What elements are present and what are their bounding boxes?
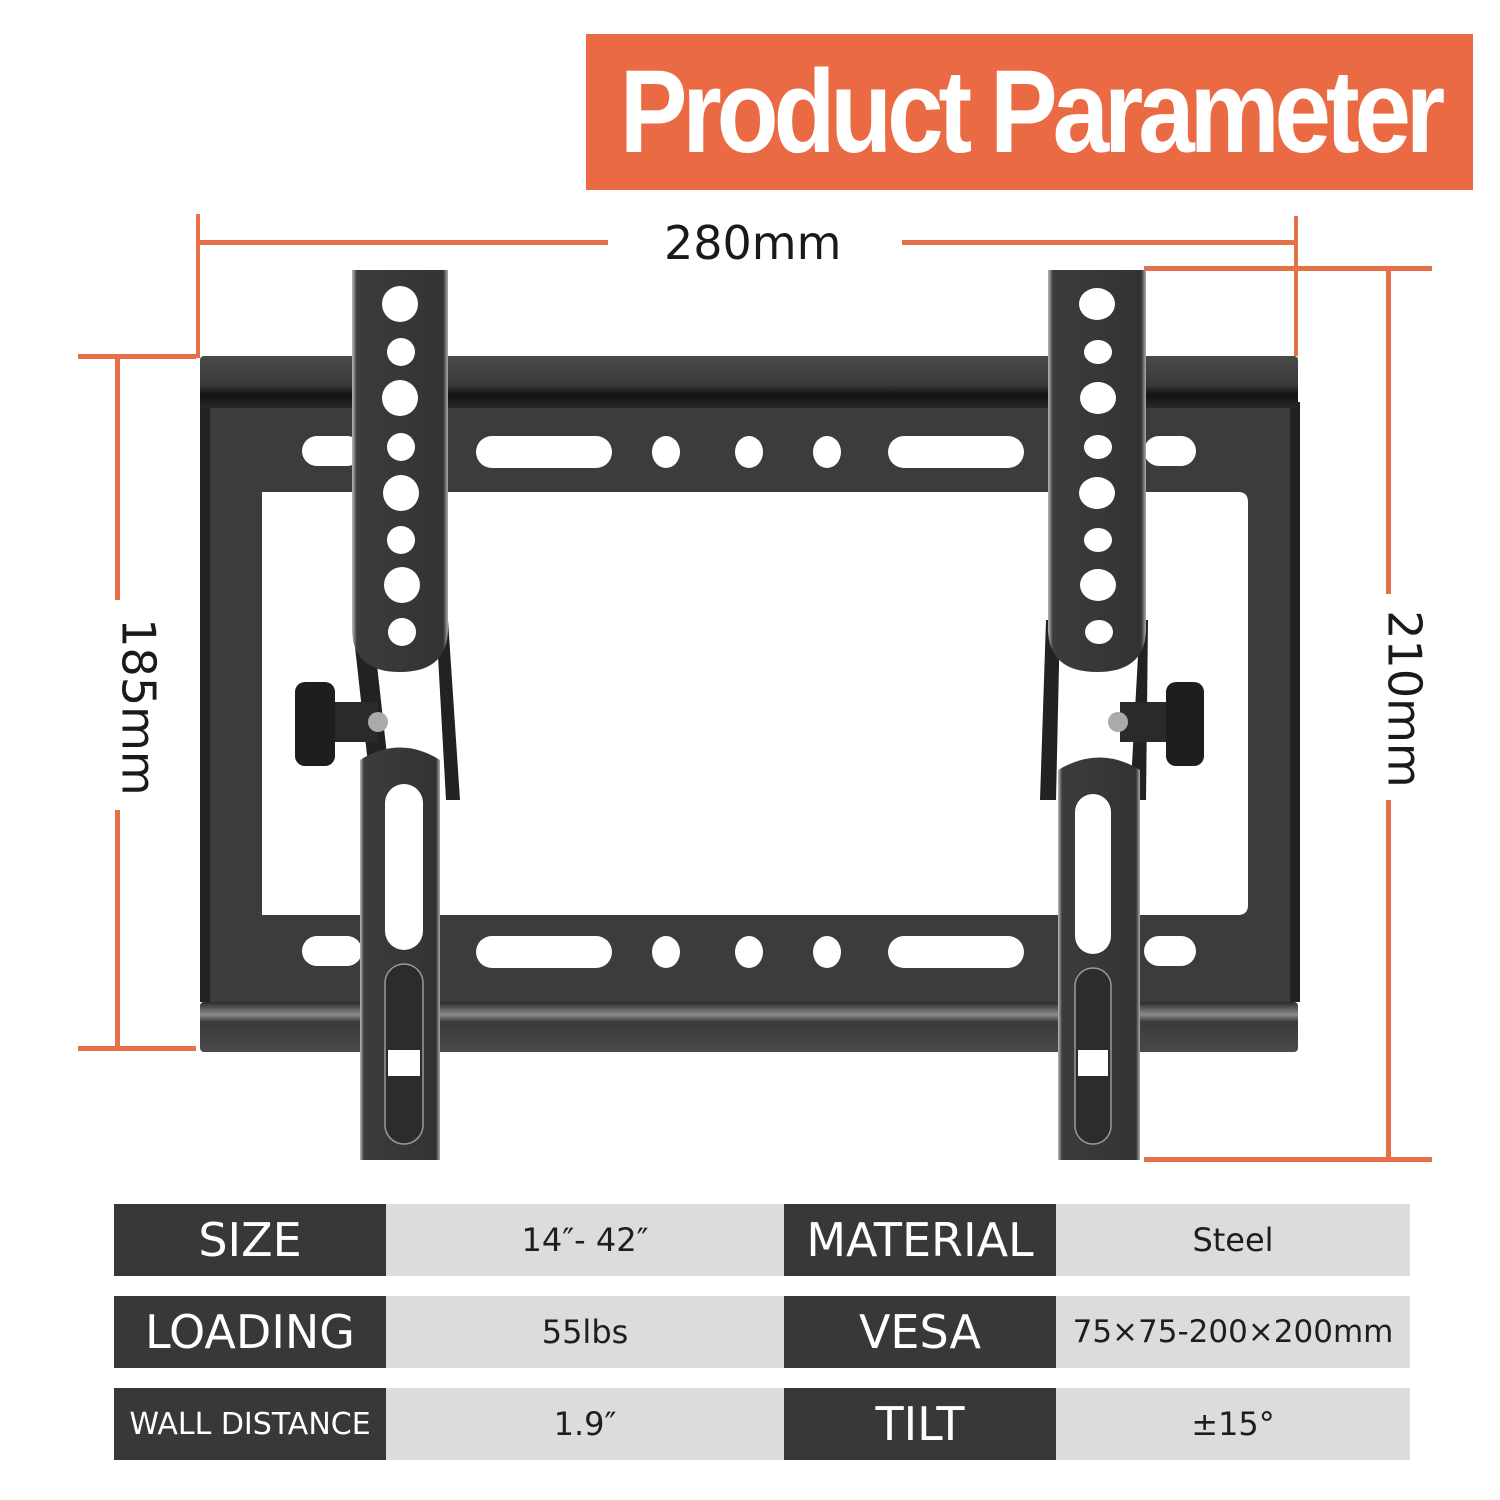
left-dim-top-tick — [78, 354, 196, 359]
left-dim-line-bottom — [115, 810, 120, 1050]
left-dim-line-top — [115, 356, 120, 600]
right-dim-bottom-tick — [1144, 1157, 1432, 1162]
spec-row-material: MATERIAL Steel — [784, 1204, 1410, 1276]
spec-label: SIZE — [114, 1204, 386, 1276]
spec-row-size: SIZE 14″- 42″ — [114, 1204, 784, 1276]
spec-value: 1.9″ — [386, 1388, 784, 1460]
page-title: Product Parameter — [619, 46, 1444, 178]
spec-row-vesa: VESA 75×75-200×200mm — [784, 1296, 1410, 1368]
spec-label: LOADING — [114, 1296, 386, 1368]
spec-value: ±15° — [1056, 1388, 1410, 1460]
spec-value: 55lbs — [386, 1296, 784, 1368]
spec-label: TILT — [784, 1388, 1056, 1460]
width-dim-right-tick — [1294, 216, 1298, 356]
spec-label: MATERIAL — [784, 1204, 1056, 1276]
spec-row-tilt: TILT ±15° — [784, 1388, 1410, 1460]
width-dim-line-left — [198, 240, 608, 245]
spec-row-loading: LOADING 55lbs — [114, 1296, 784, 1368]
width-dim-line-right — [902, 240, 1298, 245]
title-banner: Product Parameter — [586, 34, 1473, 190]
top-rail — [200, 356, 1298, 408]
bottom-rail — [200, 1002, 1298, 1052]
spec-label: VESA — [784, 1296, 1056, 1368]
left-tilt-arm — [295, 270, 460, 1160]
right-dim-top-tick — [1144, 266, 1432, 271]
spec-row-wall-distance: WALL DISTANCE 1.9″ — [114, 1388, 784, 1460]
left-dim-bottom-tick — [78, 1046, 196, 1051]
bottom-row-holes — [302, 936, 1196, 968]
spec-value: 14″- 42″ — [386, 1204, 784, 1276]
width-dimension-label: 280mm — [664, 216, 842, 270]
spec-value: 75×75-200×200mm — [1056, 1296, 1410, 1368]
spec-value: Steel — [1056, 1204, 1410, 1276]
top-row-holes — [302, 436, 1196, 468]
right-tilt-arm — [1040, 270, 1204, 1160]
right-dim-line-top — [1386, 268, 1391, 594]
spec-label: WALL DISTANCE — [114, 1388, 386, 1460]
right-dim-line-bottom — [1386, 800, 1391, 1160]
width-dim-left-tick — [196, 214, 200, 358]
